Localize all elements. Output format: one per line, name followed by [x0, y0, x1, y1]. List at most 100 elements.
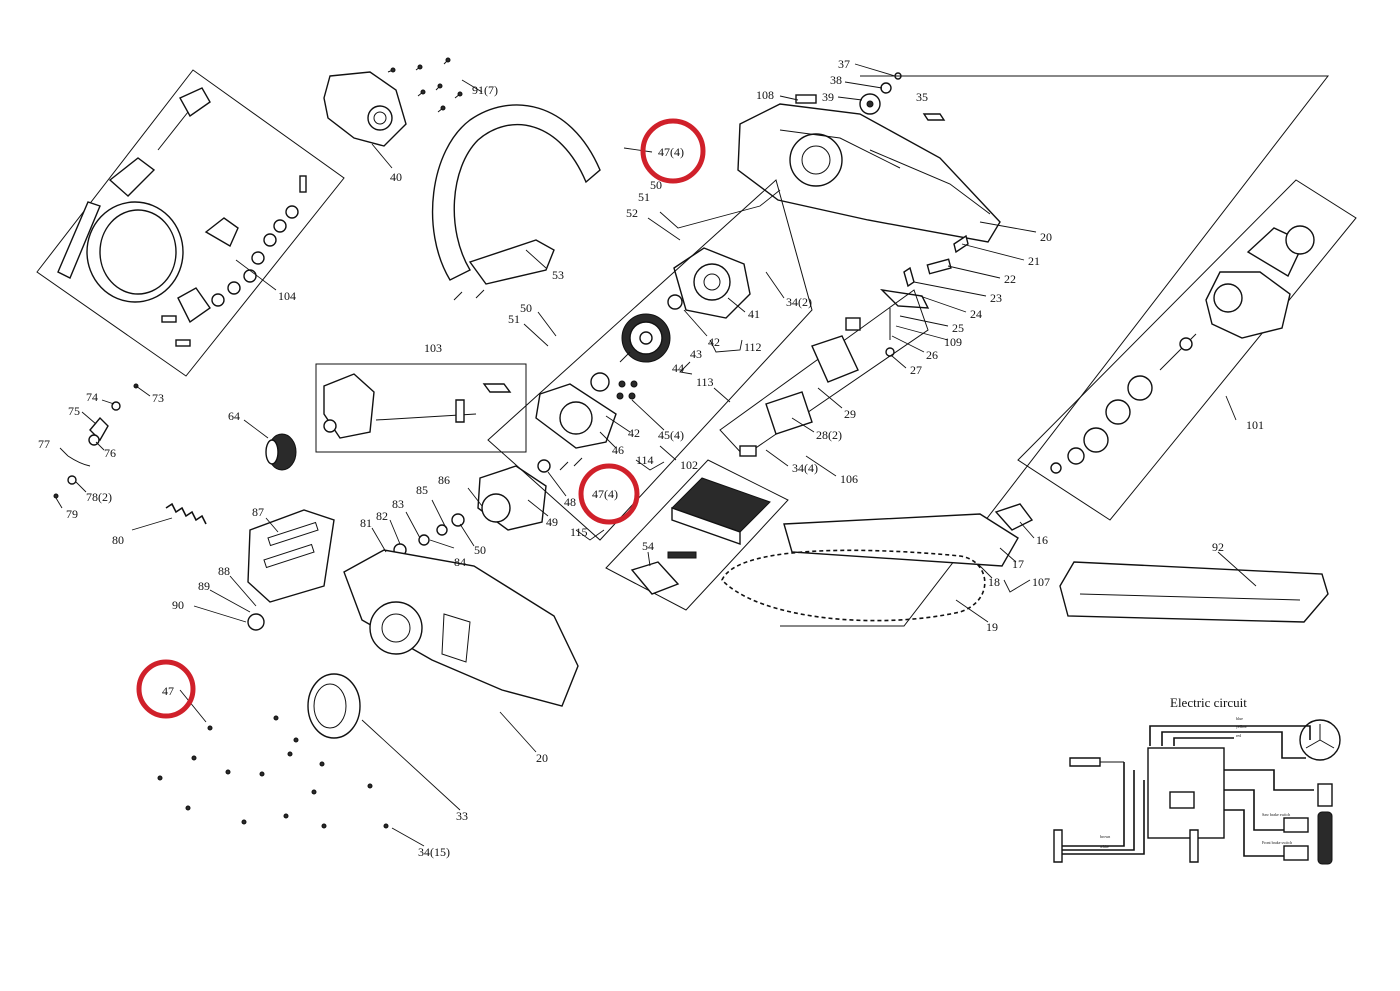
- part-label: 73: [152, 391, 164, 405]
- part-label: 87: [252, 505, 264, 519]
- part-label: 19: [986, 620, 998, 634]
- part-label: 24: [970, 307, 982, 321]
- part-number-labels: 37 38 39 35 108 91(7) 40 104 53 47(4) 50…: [38, 57, 1264, 859]
- oil-pump-assembly-103: [315, 363, 527, 453]
- part-label: 92: [1212, 540, 1224, 554]
- switch-box-frame: [1017, 179, 1357, 521]
- saw-chain-part-19: [721, 549, 986, 622]
- part-label: 37: [838, 57, 850, 71]
- part-label: 20: [1040, 230, 1052, 244]
- small-parts-35-39: [795, 72, 946, 121]
- part-label: 53: [552, 268, 564, 282]
- switch-label: Saw brake switch: [1262, 812, 1290, 817]
- switch-mechanism-21-27: [880, 234, 969, 357]
- saw-brake-switch: [1283, 817, 1309, 833]
- part-label: 29: [844, 407, 856, 421]
- part-label: 90: [172, 598, 184, 612]
- switch-box-assembly-101: [1017, 179, 1357, 521]
- gearbox-cover-part-41: [673, 247, 751, 319]
- part-label: 113: [696, 375, 714, 389]
- part-label: 47(4): [592, 487, 618, 501]
- main-housing-part-20: [343, 549, 579, 707]
- highlight-circle: [136, 659, 196, 719]
- part-label: 103: [424, 341, 442, 355]
- part-label: 40: [390, 170, 402, 184]
- part-label: 115: [570, 525, 588, 539]
- part-label: 26: [926, 348, 938, 362]
- brake-arm-part: [108, 157, 156, 197]
- part-label: 42: [708, 335, 720, 349]
- part-label: 43: [690, 347, 702, 361]
- part-label: 48: [564, 495, 576, 509]
- part-label: 75: [68, 404, 80, 418]
- part-label: 16: [1036, 533, 1048, 547]
- assembly-frames: [487, 75, 1330, 627]
- part-label: 64: [228, 409, 240, 423]
- brake-lever-part: [179, 87, 211, 118]
- part-label: 33: [456, 809, 468, 823]
- electric-circuit-diagram: Electric circuit blue yellow red brown: [1053, 695, 1341, 865]
- part-label: 74: [86, 390, 98, 404]
- part-label: 102: [680, 458, 698, 472]
- part-label: 20: [536, 751, 548, 765]
- part-label: 104: [278, 289, 296, 303]
- part-label: 88: [218, 564, 230, 578]
- terminal-blocks-28-29: [739, 317, 861, 457]
- small-parts-81-86: [393, 513, 465, 557]
- part-label: 79: [66, 507, 78, 521]
- part-label: 51: [638, 190, 650, 204]
- motor-rotor-part-49: [477, 457, 583, 531]
- part-label: 34(15): [418, 845, 450, 859]
- handle-cover-part-40: [323, 71, 407, 147]
- part-label: 112: [744, 340, 762, 354]
- brake-band-assembly-group: [36, 69, 345, 377]
- part-label: 34(4): [792, 461, 818, 475]
- part-label: 23: [990, 291, 1002, 305]
- part-label: 50: [520, 301, 532, 315]
- part-label: 78(2): [86, 490, 112, 504]
- part-label: 46: [612, 443, 624, 457]
- part-label: 25: [952, 321, 964, 335]
- hand-guard-part-87: [247, 509, 335, 631]
- part-label: 49: [546, 515, 558, 529]
- part-label: 21: [1028, 254, 1040, 268]
- highlight-circle: [578, 463, 640, 525]
- part-label: 76: [104, 446, 116, 460]
- part-label: 77: [38, 437, 50, 451]
- part-label: 86: [438, 473, 450, 487]
- highlight-markers: [136, 118, 706, 719]
- screw-set-91: [387, 57, 463, 113]
- power-plug: [1069, 757, 1101, 767]
- wire-label: blue: [1236, 716, 1243, 721]
- part-label: 41: [748, 307, 760, 321]
- small-parts-73-79: [53, 383, 139, 499]
- part-label: 22: [1004, 272, 1016, 286]
- part-label: 114: [636, 453, 654, 467]
- brake-assembly-frame: [36, 69, 345, 377]
- part-label: 54: [642, 539, 654, 553]
- leader-lines: [55, 63, 1257, 847]
- frame-106: [719, 289, 929, 457]
- part-label: 50: [650, 178, 662, 192]
- part-label: 45(4): [658, 428, 684, 442]
- microswitch-part-54: [630, 551, 697, 595]
- part-label: 27: [910, 363, 922, 377]
- part-label: 47(4): [658, 145, 684, 159]
- bar-cover-part-92: [1059, 561, 1329, 623]
- wire-label: red: [1236, 733, 1241, 738]
- wire-label: yellow: [1236, 724, 1247, 729]
- motor-flange-part: [535, 372, 638, 449]
- oil-pump-frame: [315, 363, 527, 453]
- part-label: 83: [392, 497, 404, 511]
- front-handle-part-53: [431, 104, 601, 301]
- part-label: 38: [830, 73, 842, 87]
- part-label: 35: [916, 90, 928, 104]
- part-label: 51: [508, 312, 520, 326]
- part-label: 18: [988, 575, 1000, 589]
- part-label: 109: [944, 335, 962, 349]
- guide-bar-part-17: [783, 503, 1034, 567]
- part-label: 107: [1032, 575, 1050, 589]
- part-label: 47: [162, 684, 174, 698]
- highlight-circle: [640, 118, 706, 184]
